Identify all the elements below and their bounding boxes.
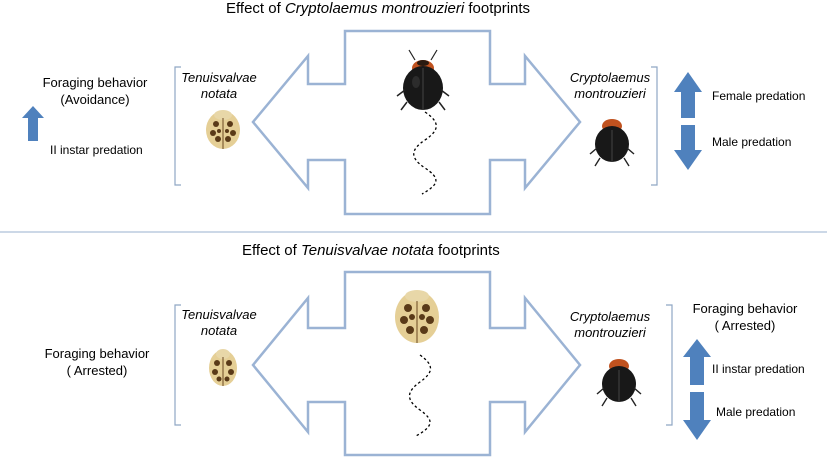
top-right-down-arrow [674,125,702,170]
top-left-behavior: Foraging behavior (Avoidance) [42,75,148,107]
top-left-species: Tenuisvalvae notata [181,70,257,101]
tenuisvalvae-beetle-bottom-center [395,290,439,343]
top-right-species: Cryptolaemus montrouzieri [569,70,651,101]
bottom-left-bracket [174,304,181,426]
top-right-bracket [651,66,658,186]
bottom-title: Effect of Tenuisvalvae notata footprints [242,242,500,259]
top-left-up-arrow [22,106,44,141]
bottom-right-species: Cryptolaemus montrouzieri [569,309,651,340]
bottom-double-arrow [251,270,582,457]
tenuisvalvae-beetle-bottom-left [209,349,237,386]
bottom-left-behavior: Foraging behavior ( Arrested) [44,346,150,378]
top-double-arrow [251,29,582,216]
top-left-bracket [174,66,181,186]
bottom-right-predation-down: Male predation [716,405,796,419]
top-right-predation-down: Male predation [712,135,792,149]
bottom-right-predation-up: II instar predation [712,362,805,376]
cryptolaemus-beetle-top-right [589,119,635,167]
bottom-right-down-arrow [683,392,711,440]
top-footprint-trail [413,111,437,195]
top-title: Effect of Cryptolaemus montrouzieri foot… [226,0,531,17]
top-left-predation: II instar predation [50,143,143,157]
tenuisvalvae-beetle-top-left [206,110,240,149]
bottom-right-up-arrow [683,339,711,385]
bottom-left-species: Tenuisvalvae notata [181,307,257,338]
bottom-right-behavior: Foraging behavior ( Arrested) [692,301,798,333]
top-right-predation-up: Female predation [712,89,806,103]
cryptolaemus-beetle-bottom-right [596,359,642,407]
cryptolaemus-beetle-top-center [396,49,450,111]
top-right-up-arrow [674,72,702,118]
bottom-right-bracket [666,304,673,426]
